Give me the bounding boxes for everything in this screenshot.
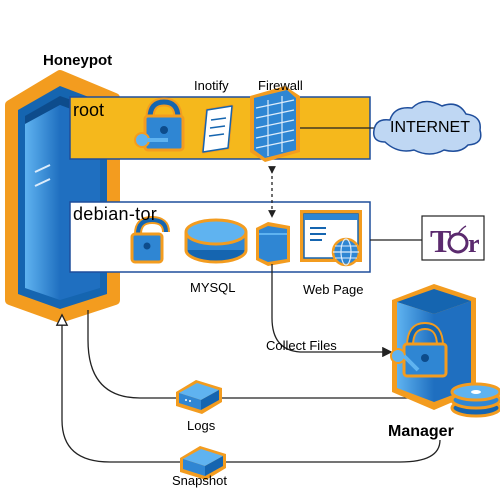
manager-server-icon [390, 284, 476, 410]
folder-icon [256, 222, 290, 266]
web-page-label: Web Page [303, 282, 364, 297]
snapshot-label: Snapshot [172, 473, 227, 488]
disk-stack-icon [450, 382, 500, 418]
cloud-icon [372, 100, 482, 155]
unlocked-padlock-icon [130, 215, 170, 264]
svg-text:T: T [430, 223, 451, 259]
lock-icon [134, 97, 185, 152]
firewall-icon [250, 86, 300, 162]
web-page-icon [300, 210, 362, 267]
snapshot-connector [62, 320, 441, 463]
svg-text:r: r [468, 229, 480, 258]
manager-label: Manager [388, 423, 454, 440]
firewall-label: Firewall [258, 78, 303, 93]
mysql-label: MYSQL [190, 280, 236, 295]
logs-label: Logs [187, 418, 216, 433]
collect-files-label: Collect Files [266, 338, 337, 353]
internet-label: INTERNET [390, 119, 470, 136]
tor-logo-icon: T r [421, 215, 485, 261]
database-icon [184, 218, 248, 264]
inotify-label: Inotify [194, 78, 229, 93]
scroll-icon [201, 104, 234, 154]
collect-files-connector [271, 264, 346, 353]
snapshot-device-icon [180, 446, 226, 480]
debian-tor-label: debian-tor [73, 204, 158, 224]
network-device-icon [176, 380, 222, 414]
honeypot-label: Honeypot [43, 52, 113, 69]
root-label: root [73, 100, 105, 120]
